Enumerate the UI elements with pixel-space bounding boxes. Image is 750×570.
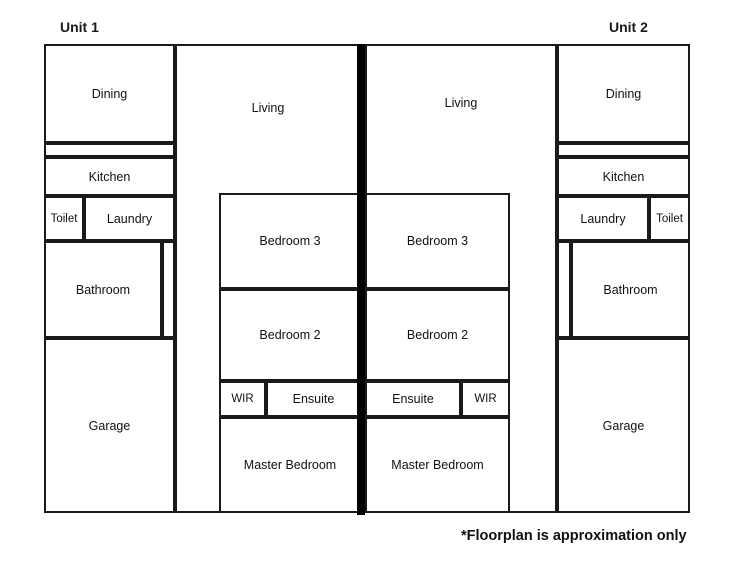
unit1-room-bedroom3: Bedroom 3 [219, 193, 361, 289]
unit2-room-toilet: Toilet [649, 196, 690, 241]
unit2-wir-label: WIR [474, 393, 497, 405]
unit-1-title: Unit 1 [60, 19, 99, 35]
unit1-master-label: Master Bedroom [243, 458, 337, 472]
unit1-room-ensuite: Ensuite [266, 381, 361, 417]
approximation-footnote: *Floorplan is approximation only [461, 528, 687, 544]
unit1-room-toilet: Toilet [44, 196, 84, 241]
unit1-room-laundry: Laundry [84, 196, 175, 241]
unit2-room-master-bedroom: Master Bedroom [365, 417, 510, 513]
unit2-room-wir: WIR [461, 381, 510, 417]
unit2-room-bedroom3: Bedroom 3 [365, 193, 510, 289]
unit2-laundry-label: Laundry [580, 211, 626, 226]
unit1-bedroom2-label: Bedroom 2 [259, 328, 321, 342]
unit1-garage-label: Garage [88, 418, 131, 433]
unit1-toilet-label: Toilet [50, 212, 78, 225]
unit2-living-label: Living [444, 96, 478, 110]
unit1-bedroom3-label: Bedroom 3 [259, 234, 321, 248]
unit2-bathroom-side-strip [557, 241, 571, 338]
unit2-room-bedroom2: Bedroom 2 [365, 289, 510, 381]
unit2-room-dining: Dining [557, 44, 690, 143]
unit2-master-label: Master Bedroom [391, 458, 484, 472]
unit2-room-bathroom: Bathroom [571, 241, 690, 338]
unit2-room-garage: Garage [557, 338, 690, 513]
unit1-ensuite-label: Ensuite [292, 392, 335, 406]
unit2-toilet-label: Toilet [656, 212, 683, 225]
unit-2-title: Unit 2 [609, 19, 648, 35]
unit2-ensuite-label: Ensuite [392, 392, 434, 406]
unit1-bathroom-label: Bathroom [75, 282, 131, 297]
unit2-bedroom3-label: Bedroom 3 [406, 234, 469, 248]
unit1-room-master-bedroom: Master Bedroom [219, 417, 361, 513]
unit2-room-kitchen: Kitchen [557, 157, 690, 196]
unit1-room-garage: Garage [44, 338, 175, 513]
unit2-kitchen-bench [557, 143, 690, 157]
unit2-kitchen-label: Kitchen [602, 169, 645, 184]
unit1-dining-label: Dining [91, 86, 128, 101]
unit2-room-laundry: Laundry [557, 196, 649, 241]
unit2-dining-label: Dining [605, 86, 642, 101]
unit1-bathroom-side-strip [162, 241, 175, 338]
unit1-room-dining: Dining [44, 44, 175, 143]
unit2-garage-label: Garage [602, 418, 645, 433]
unit2-bedroom2-label: Bedroom 2 [406, 328, 469, 342]
unit1-room-kitchen: Kitchen [44, 157, 175, 196]
unit1-room-bathroom: Bathroom [44, 241, 162, 338]
unit1-living-label: Living [251, 101, 285, 115]
unit1-wir-label: WIR [231, 393, 254, 405]
unit1-kitchen-label: Kitchen [88, 169, 131, 184]
unit1-room-bedroom2: Bedroom 2 [219, 289, 361, 381]
unit1-kitchen-bench [44, 143, 175, 157]
unit2-bathroom-label: Bathroom [603, 282, 658, 297]
unit1-laundry-label: Laundry [106, 211, 153, 226]
party-wall-divider [357, 44, 365, 515]
unit1-room-wir: WIR [219, 381, 266, 417]
unit2-room-ensuite: Ensuite [365, 381, 461, 417]
